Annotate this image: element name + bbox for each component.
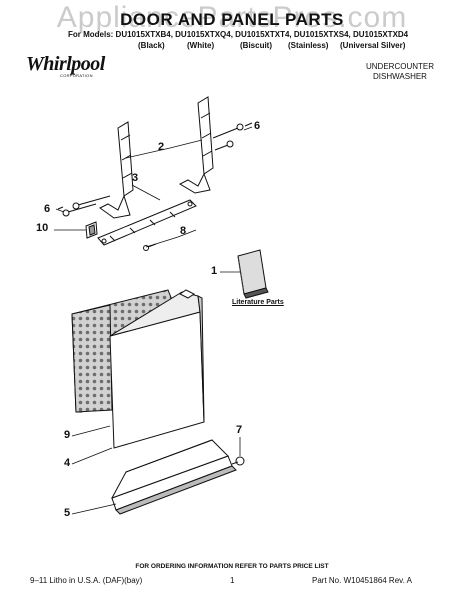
callout-6-left: 6 (44, 203, 51, 215)
ordering-note: FOR ORDERING INFORMATION REFER TO PARTS … (135, 563, 329, 570)
models-line: For Models: DU1015XTXB4, DU1015XTXQ4, DU… (68, 30, 409, 39)
door-clip (85, 221, 98, 239)
screws-left (57, 195, 111, 217)
product-type-line-1: UNDERCOUNTER (366, 62, 434, 71)
product-type: UNDERCOUNTER DISHWASHER (366, 62, 434, 82)
literature-packet (237, 249, 269, 299)
variant-universal-silver: (Universal Silver) (340, 41, 406, 50)
left-hinge-bracket (99, 121, 134, 219)
product-type-line-2: DISHWASHER (373, 72, 427, 81)
leader-lines (54, 126, 253, 515)
callout-6-right: 6 (254, 120, 261, 132)
insulation-panel-body (71, 304, 113, 413)
callout-10: 10 (36, 222, 49, 234)
variant-black: (Black) (138, 41, 165, 50)
right-hinge-bracket (178, 96, 214, 194)
variant-stainless: (Stainless) (288, 41, 329, 50)
callout-7: 7 (236, 424, 243, 436)
literature-parts-label: Literature Parts (232, 299, 284, 306)
callout-4: 4 (64, 457, 71, 469)
page-title: DOOR AND PANEL PARTS (120, 10, 344, 29)
callout-2: 2 (158, 141, 165, 153)
screw-7 (231, 456, 245, 466)
screw-8 (143, 243, 157, 251)
logo-subtext: CORPORATION (60, 73, 93, 78)
hinge-arm (97, 199, 197, 246)
callout-1: 1 (211, 265, 218, 277)
whirlpool-logo: Whirlpool (26, 53, 105, 75)
variant-white: (White) (187, 41, 215, 50)
page-number: 1 (230, 576, 235, 585)
callout-9: 9 (64, 429, 71, 441)
toe-panel (110, 439, 237, 515)
variant-biscuit: (Biscuit) (240, 41, 272, 50)
screws-right (212, 122, 253, 151)
watermark: AppliancePartsPros.com (56, 1, 408, 34)
door-panel (109, 289, 205, 449)
litho-info: 9–11 Litho in U.S.A. (DAF)(bay) (30, 576, 143, 585)
callout-8: 8 (180, 225, 187, 237)
callout-5: 5 (64, 507, 71, 519)
part-number: Part No. W10451864 Rev. A (312, 576, 412, 585)
callout-3: 3 (132, 172, 139, 184)
